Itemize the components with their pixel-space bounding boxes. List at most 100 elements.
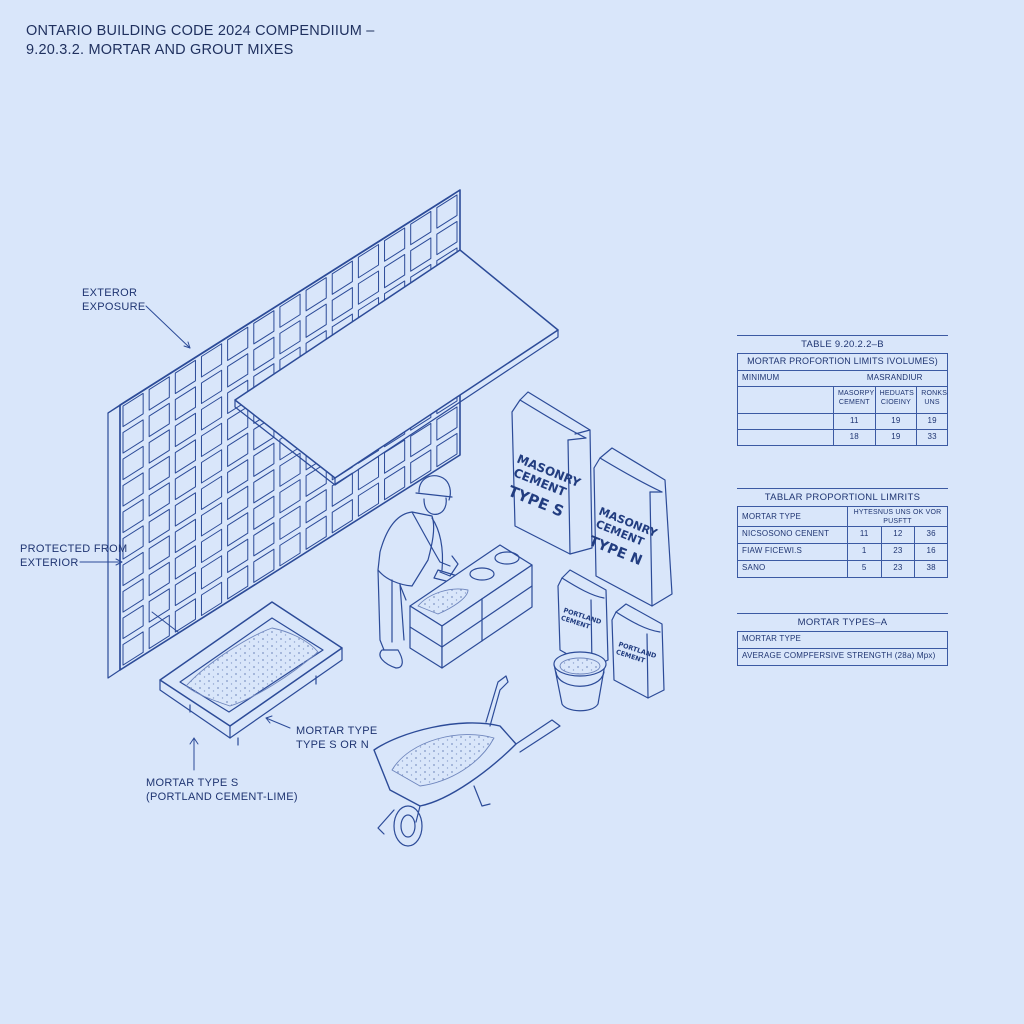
callout-arrows bbox=[79, 305, 291, 771]
table2-caption: TABLAR PROPORTIONL LIMRITS bbox=[737, 488, 948, 506]
callout-protected-line1: PROTECTED FROM bbox=[20, 543, 128, 555]
wall-block bbox=[410, 210, 432, 246]
callout-protected-line2: EXTERIOR bbox=[20, 557, 79, 569]
wall-block bbox=[253, 310, 275, 345]
wall-block bbox=[148, 455, 170, 491]
title-line-1: ONTARIO BUILDING CODE 2024 COMPENDIIUM – bbox=[26, 23, 375, 39]
table1-r2-c0 bbox=[738, 430, 833, 445]
table2-r1-c0: NICSOSONO CENENT bbox=[742, 529, 830, 538]
table2-r3-c3: 38 bbox=[914, 561, 947, 577]
table2-r1-c2: 12 bbox=[880, 527, 915, 543]
wall-block bbox=[122, 445, 144, 481]
wall-block bbox=[174, 465, 196, 501]
table-row: AVERAGE COMPFERSIVE STRENGTH (28a) Mpx) bbox=[738, 648, 947, 665]
wall-block bbox=[148, 588, 170, 623]
wall-block bbox=[148, 535, 170, 570]
table1-r1-c3: 19 bbox=[916, 414, 947, 429]
table1-sub-minimum: MINIMUM bbox=[742, 373, 780, 382]
wall-block bbox=[436, 194, 458, 229]
wall-block bbox=[227, 432, 249, 467]
table1-col-row: MASORPY CEMENT HEDUATS CIOEINY RONKS UNS bbox=[738, 386, 947, 413]
callout-exterior-exposure: EXTEROR EXPOSURE bbox=[82, 286, 146, 314]
wall-block bbox=[227, 326, 249, 361]
callout-exterior-line2: EXPOSURE bbox=[82, 301, 146, 313]
table2-r2-c2: 23 bbox=[880, 544, 915, 560]
wall-block bbox=[174, 439, 196, 474]
table1-r2-c1: 18 bbox=[833, 430, 875, 445]
wall-block bbox=[410, 449, 432, 484]
table2-r3-c1: 5 bbox=[846, 561, 881, 577]
wall-block bbox=[331, 287, 353, 322]
wall-block bbox=[200, 369, 223, 404]
table2-r1-c3: 36 bbox=[914, 527, 947, 543]
wall-block bbox=[148, 508, 170, 544]
table-row: MORTAR TYPE bbox=[738, 632, 947, 648]
table2-r3-c2: 23 bbox=[880, 561, 915, 577]
wall-block bbox=[227, 512, 249, 547]
mortar-tub bbox=[159, 601, 343, 746]
wall-block bbox=[200, 581, 223, 616]
table2-frame: MORTAR TYPE HYTESNUS UNS OK VOR PUSFTT N… bbox=[737, 506, 948, 578]
title-line-2: 9.20.3.2. MORTAR AND GROUT MIXES bbox=[26, 42, 294, 58]
table-row: 11 19 19 bbox=[738, 413, 947, 429]
wall-block bbox=[122, 419, 144, 454]
table1-col-2: HEDUATS CIOEINY bbox=[874, 387, 917, 413]
wall-block bbox=[174, 386, 196, 421]
table-row: 18 19 33 bbox=[738, 429, 947, 445]
wall-block bbox=[200, 422, 223, 457]
wall-block bbox=[436, 406, 458, 441]
wall-block bbox=[174, 412, 196, 448]
wall-block bbox=[174, 492, 196, 527]
wall-block bbox=[200, 449, 223, 484]
wall-block bbox=[200, 555, 223, 590]
wall-block bbox=[174, 518, 196, 554]
wall-block bbox=[436, 220, 458, 256]
wall-block bbox=[200, 502, 223, 537]
wall-block bbox=[174, 571, 196, 607]
wall-block bbox=[279, 505, 301, 540]
callout-sn-line1: MORTAR TYPE bbox=[296, 725, 378, 737]
wall-block bbox=[227, 353, 249, 388]
cement-bag-4 bbox=[611, 603, 665, 699]
wall-block bbox=[148, 429, 170, 464]
table1-r1-c0 bbox=[738, 414, 833, 429]
table1-col-1: MASORPY CEMENT bbox=[833, 387, 875, 413]
wall-block bbox=[227, 538, 249, 573]
wall-block bbox=[122, 472, 144, 507]
wall-block bbox=[227, 565, 249, 600]
wall-block bbox=[227, 406, 249, 441]
table2-r3-c0: SANO bbox=[742, 563, 766, 572]
table1-header: MORTAR PROFORTION LIMITS IVOLUMES) bbox=[747, 356, 938, 366]
wall-block bbox=[305, 515, 327, 550]
table1-r2-c3: 33 bbox=[916, 430, 947, 445]
wall-block bbox=[384, 227, 406, 262]
table2-header-type: MORTAR TYPE bbox=[742, 512, 802, 521]
table-tablar-proportion-limits: TABLAR PROPORTIONL LIMRITS MORTAR TYPE H… bbox=[737, 488, 948, 578]
table3-caption: MORTAR TYPES–A bbox=[737, 613, 948, 631]
table1-r1-c1: 11 bbox=[833, 414, 875, 429]
wall-block bbox=[122, 392, 144, 428]
bucket bbox=[553, 651, 607, 712]
wall-block bbox=[148, 482, 170, 517]
callout-sn-line2: TYPE S OR N bbox=[296, 739, 369, 751]
wall-block bbox=[357, 270, 380, 305]
wall-block bbox=[200, 343, 223, 378]
wall-block bbox=[305, 462, 327, 497]
table1-sub-masrandiur: MASRANDIUR bbox=[866, 373, 923, 382]
cement-bag-1 bbox=[511, 391, 593, 555]
wall-block bbox=[200, 396, 223, 431]
table2-r2-c3: 16 bbox=[914, 544, 947, 560]
wall-block bbox=[174, 598, 196, 633]
table3-frame: MORTAR TYPE AVERAGE COMPFERSIVE STRENGTH… bbox=[737, 631, 948, 666]
wall-block bbox=[305, 489, 327, 524]
wall-block bbox=[174, 359, 196, 395]
wall-block bbox=[148, 402, 170, 438]
callout-exterior-line1: EXTEROR bbox=[82, 287, 138, 299]
wall-block bbox=[305, 303, 327, 338]
wall-block bbox=[279, 320, 301, 355]
wall-block bbox=[305, 277, 327, 312]
wall-block bbox=[331, 499, 353, 534]
wall-block bbox=[253, 548, 275, 583]
wall-block bbox=[200, 475, 223, 510]
table-mortar-types-a: MORTAR TYPES–A MORTAR TYPE AVERAGE COMPF… bbox=[737, 613, 948, 666]
